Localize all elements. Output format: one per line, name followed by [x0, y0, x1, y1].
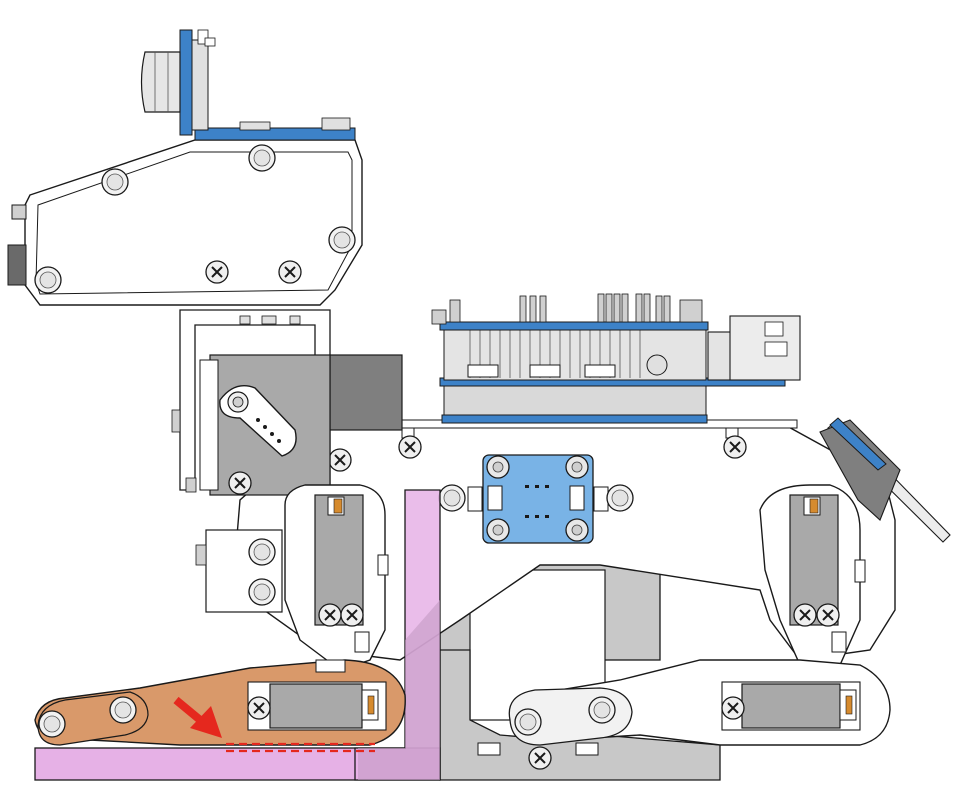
head-bracket: [7, 117, 363, 306]
red-arrow-indicator: [173, 696, 222, 738]
neck-servo: [171, 309, 403, 496]
blue-sensor-module: [438, 454, 634, 544]
front-side-block: [195, 529, 283, 613]
rear-tibia: [508, 659, 891, 746]
rear-angled-board: [819, 417, 951, 543]
compute-board-stack: [431, 293, 801, 424]
ultrasonic-sensor: [140, 29, 216, 136]
l-bracket-highlight: [354, 489, 441, 781]
red-dashed-contact-line: [226, 742, 375, 753]
front-tibia-highlighted: [34, 659, 406, 746]
foot-screw: [528, 746, 552, 770]
front-leg-servo: [284, 484, 389, 671]
rear-leg-servo: [759, 484, 866, 666]
